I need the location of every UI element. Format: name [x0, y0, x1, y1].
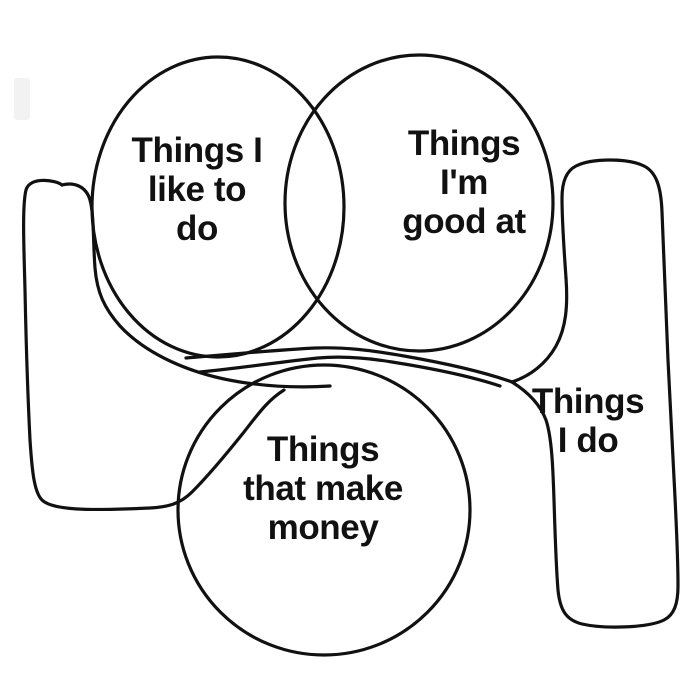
label-things-i-like-to-do: Things I like to do	[131, 131, 263, 249]
circle-things-that-make-money	[176, 363, 472, 657]
things-i-do-outline-right-inner	[510, 158, 680, 629]
things-i-do-outline-center-band	[198, 355, 502, 388]
label-things-i-do: Things I do	[531, 382, 645, 461]
circle-things-im-good-at	[283, 53, 555, 353]
circle-things-i-like-to-do	[90, 55, 346, 359]
things-i-do-outline-right-hook	[510, 276, 569, 384]
things-i-do-outline-shape	[22, 178, 286, 512]
label-things-im-good-at: Things I'm good at	[402, 124, 526, 242]
label-things-that-make-money: Things that make money	[243, 430, 403, 548]
paper-smudge	[14, 78, 30, 120]
